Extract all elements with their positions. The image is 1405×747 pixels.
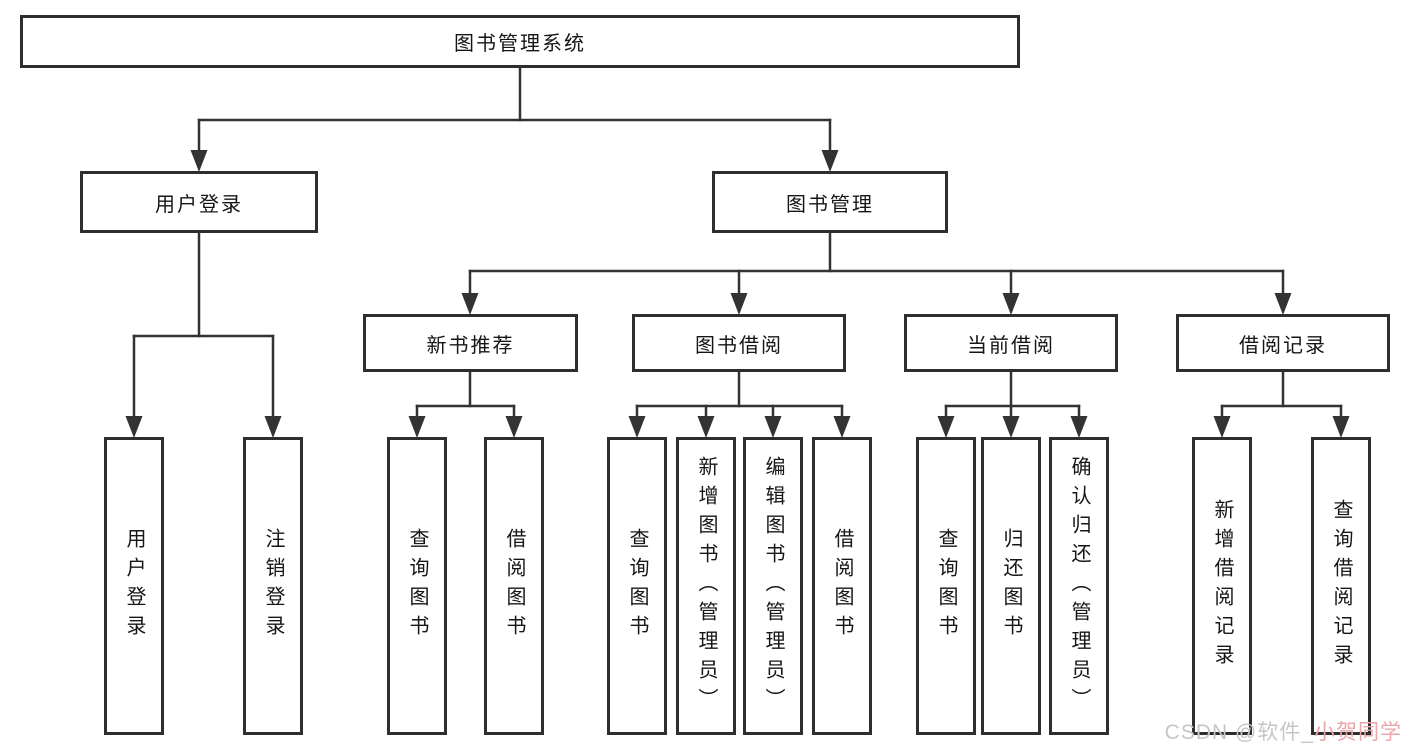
node-leaf-logout: 注销登录 <box>243 437 303 735</box>
node-label: 查询借阅记录 <box>1330 499 1352 673</box>
node-leaf-user-login: 用户登录 <box>104 437 164 735</box>
node-label: 确认归还（管理员） <box>1068 455 1090 717</box>
node-label: 图书管理 <box>786 193 874 216</box>
node-label: 借阅图书 <box>503 528 525 644</box>
node-leaf-add-borrow-record: 新增借阅记录 <box>1192 437 1252 735</box>
node-label: 编辑图书（管理员） <box>762 455 784 717</box>
node-leaf-confirm-return: 确认归还（管理员） <box>1049 437 1109 735</box>
node-label: 新书推荐 <box>426 334 515 357</box>
node-leaf-query-book-1: 查询图书 <box>387 437 447 735</box>
node-current-borrowing: 当前借阅 <box>904 314 1118 372</box>
node-label: 查询图书 <box>935 528 957 644</box>
node-label: 图书借阅 <box>695 334 783 357</box>
node-book-borrowing: 图书借阅 <box>632 314 846 372</box>
node-leaf-query-borrow-record: 查询借阅记录 <box>1311 437 1371 735</box>
node-leaf-return-book: 归还图书 <box>981 437 1041 735</box>
node-leaf-edit-book-admin: 编辑图书（管理员） <box>743 437 803 735</box>
node-leaf-borrow-book-2: 借阅图书 <box>812 437 872 735</box>
node-label: 图书管理系统 <box>454 33 586 55</box>
node-label: 注销登录 <box>262 528 284 644</box>
node-label: 查询图书 <box>626 528 648 644</box>
watermark-prefix: CSDN @软件_ <box>1164 721 1314 744</box>
node-borrowing-records: 借阅记录 <box>1176 314 1390 372</box>
node-label: 新增借阅记录 <box>1211 499 1233 673</box>
node-label: 当前借阅 <box>967 334 1055 357</box>
node-label: 新增图书（管理员） <box>695 455 717 717</box>
node-leaf-query-book-2: 查询图书 <box>607 437 667 735</box>
watermark-user: 小贺同学 <box>1314 721 1402 744</box>
node-label: 用户登录 <box>123 528 145 644</box>
node-label: 用户登录 <box>155 193 243 216</box>
node-user-login-branch: 用户登录 <box>80 171 318 233</box>
node-label: 归还图书 <box>1000 528 1022 644</box>
node-leaf-borrow-book-1: 借阅图书 <box>484 437 544 735</box>
watermark: CSDN @软件_小贺同学 <box>1165 716 1402 746</box>
node-leaf-add-book-admin: 新增图书（管理员） <box>676 437 736 735</box>
node-label: 查询图书 <box>406 528 428 644</box>
node-leaf-query-book-3: 查询图书 <box>916 437 976 735</box>
node-root-system: 图书管理系统 <box>20 15 1020 68</box>
node-new-book-recommend: 新书推荐 <box>363 314 578 372</box>
node-label: 借阅记录 <box>1239 334 1327 357</box>
node-label: 借阅图书 <box>831 528 853 644</box>
node-book-management: 图书管理 <box>712 171 948 233</box>
